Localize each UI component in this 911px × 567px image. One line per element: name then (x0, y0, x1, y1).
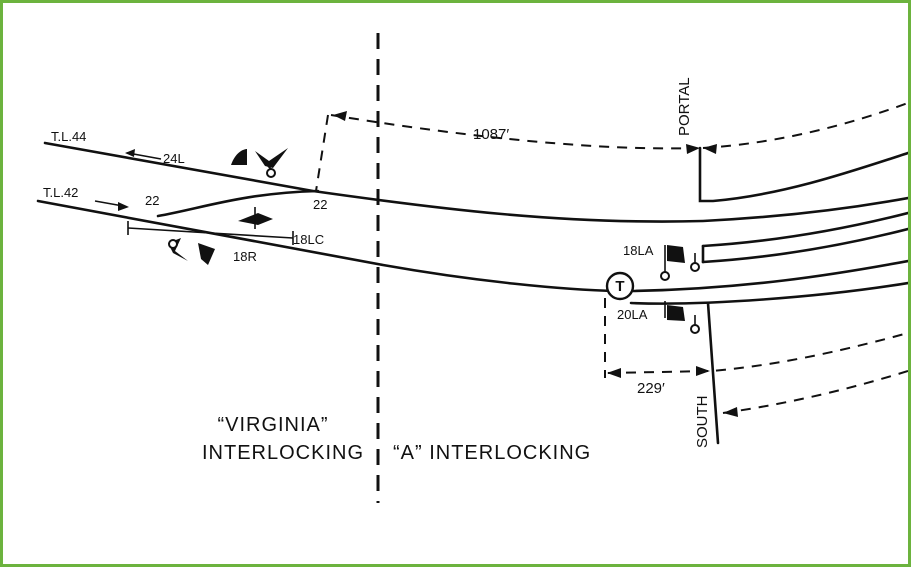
signal-18r-lamp-icon (168, 239, 178, 249)
label-south: SOUTH (694, 396, 711, 449)
arrow-229-left-icon (607, 368, 621, 378)
label-portal: PORTAL (676, 77, 693, 136)
zone-a-interlocking: “A” INTERLOCKING (393, 442, 591, 464)
label-24l: 24L (163, 151, 185, 166)
track-upper-divergent-2 (701, 227, 908, 264)
zone-virginia-line2: INTERLOCKING (202, 442, 364, 464)
label-229: 229′ (637, 380, 665, 397)
signal-18la-base-icon (660, 271, 670, 281)
dim-229-line (607, 332, 908, 374)
label-tl42: T.L.42 (43, 185, 78, 200)
signal-24l-head-icon (231, 149, 247, 165)
track-lower-main (631, 259, 908, 293)
dim-1087-ext (315, 114, 329, 192)
arrow-1087-left-icon (333, 111, 347, 121)
arrow-south-icon (723, 407, 738, 417)
arrow-22-icon (118, 202, 129, 211)
arrow-229-right-icon (696, 366, 710, 376)
arrow-1087-right-icon (686, 144, 700, 154)
crossover-22 (156, 189, 320, 218)
track-portal (698, 146, 908, 203)
label-18lc: 18LC (293, 232, 324, 247)
label-20la: 20LA (617, 307, 648, 322)
arrow-portal-icon (703, 144, 717, 154)
signal-24l-blade-icon (255, 148, 288, 168)
label-tl44: T.L.44 (51, 129, 86, 144)
label-18la: 18LA (623, 243, 654, 258)
signal-24l-mast (264, 162, 272, 170)
label-22-left: 22 (145, 193, 159, 208)
track-tl44 (43, 141, 908, 223)
track-lower-branch (629, 281, 908, 305)
track-tl42 (36, 199, 620, 293)
signal-20la-b-lamp-icon (690, 324, 700, 334)
signal-18la-head-icon (667, 245, 685, 263)
zone-virginia-line1: “VIRGINIA” (217, 414, 328, 436)
t-circle-icon (605, 271, 635, 301)
signal-20la-head-icon (667, 305, 685, 321)
portal-dim-ext (702, 102, 908, 149)
label-22-right: 22 (313, 197, 327, 212)
label-18r: 18R (233, 249, 257, 264)
track-upper-divergent (701, 211, 908, 248)
label-1087: 1087′ (473, 126, 509, 143)
track-diagram-svg: T T.L.44 T.L.42 24L 22 22 18LC 18R 1087′… (36, 33, 908, 503)
arrow-24l-icon (125, 149, 135, 157)
signal-18r-blade-2-icon (198, 243, 215, 265)
south-boundary (706, 301, 720, 445)
t-circle-label: T (615, 278, 624, 295)
signal-18la-b-lamp-icon (690, 262, 700, 272)
south-dim-line (722, 370, 908, 414)
bracket-18lc-line (127, 227, 294, 239)
dim-1087-line (330, 114, 697, 150)
signal-24l-lamp-icon (266, 168, 276, 178)
